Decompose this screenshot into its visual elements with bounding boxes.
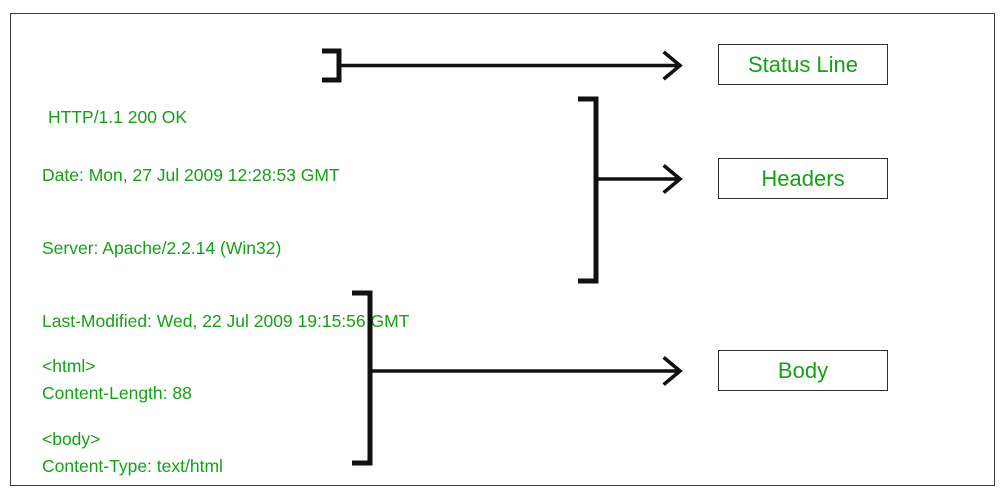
header-row-server: Server: Apache/2.2.14 (Win32) (42, 238, 282, 259)
header-row-content-length: Content-Length: 88 (42, 383, 192, 404)
header-row-date: Date: Mon, 27 Jul 2009 12:28:53 GMT (42, 165, 340, 186)
body-text-block: <html> <body> <h1>Hello, World!</h1> </b… (42, 306, 227, 499)
label-box-body-text: Body (777, 357, 829, 383)
status-line-text-block: HTTP/1.1 200 OK (48, 57, 187, 178)
body-row-body-open: <body> (42, 429, 101, 450)
label-box-body[interactable]: Body (718, 350, 888, 391)
figure-frame (10, 13, 995, 486)
body-row-html-open: <html> (42, 356, 96, 377)
label-box-status-line[interactable]: Status Line (718, 44, 888, 85)
status-line-row: HTTP/1.1 200 OK (48, 107, 188, 128)
label-box-headers[interactable]: Headers (718, 158, 888, 199)
label-box-status-line-text: Status Line (747, 51, 859, 77)
header-row-content-type: Content-Type: text/html (42, 455, 223, 476)
headers-text-block: Date: Mon, 27 Jul 2009 12:28:53 GMT Serv… (42, 115, 409, 499)
label-box-headers-text: Headers (761, 165, 845, 191)
header-row-last-modified: Last-Modified: Wed, 22 Jul 2009 19:15:56… (42, 310, 410, 331)
